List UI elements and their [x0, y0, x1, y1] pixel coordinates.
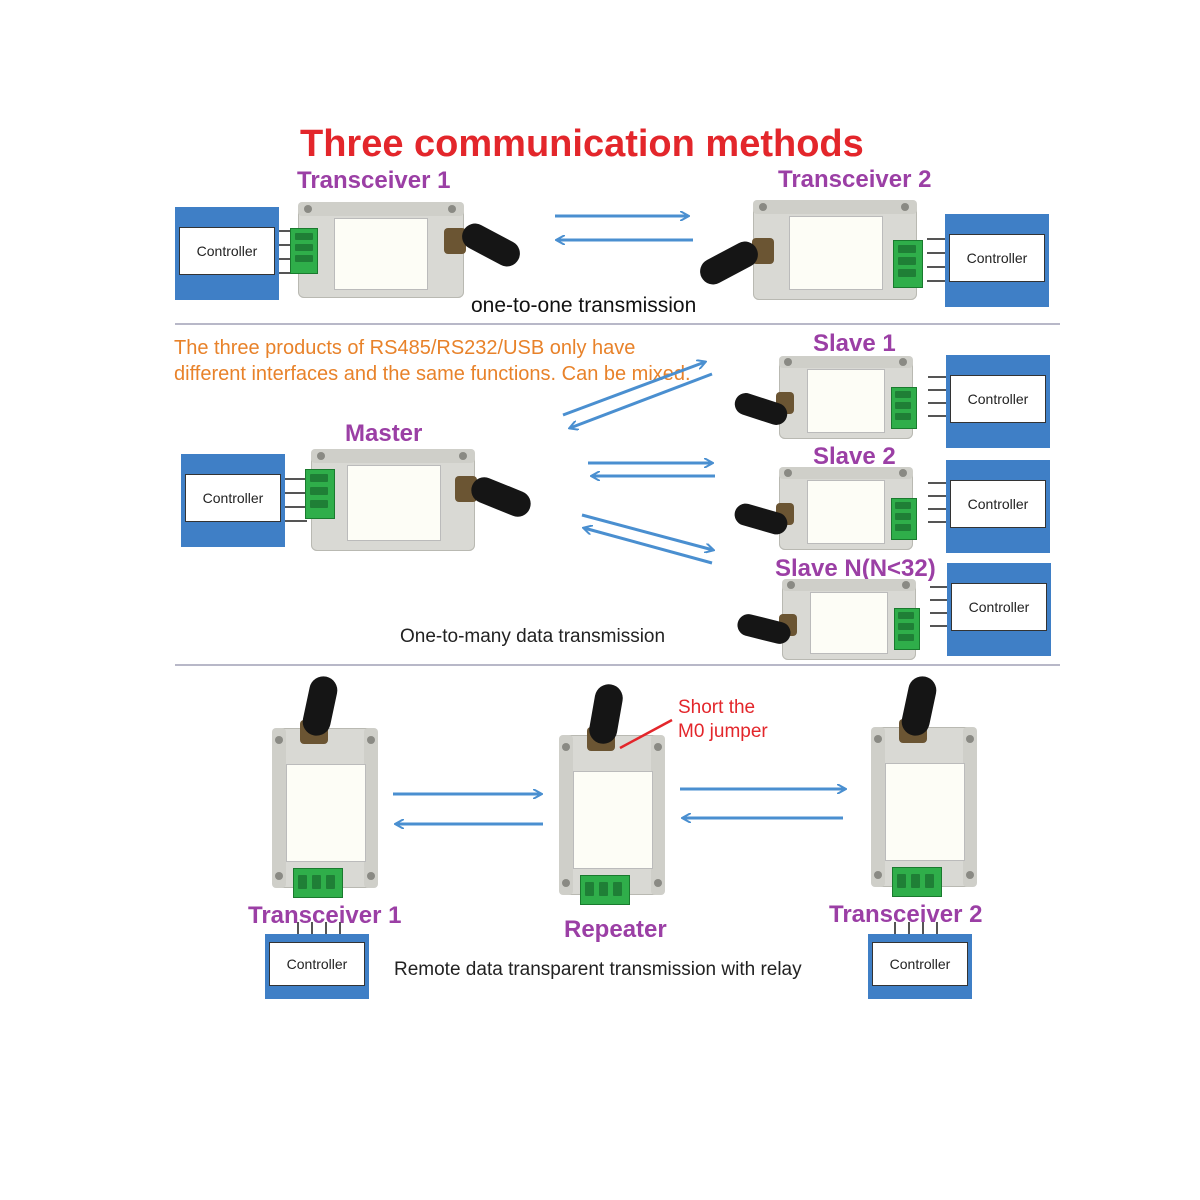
transceiver-1-label-relay: Transceiver 1	[248, 902, 402, 929]
compatibility-note: The three products of RS485/RS232/USB on…	[174, 337, 691, 385]
controller-box: Controller	[175, 207, 279, 300]
transceiver-module-vertical	[871, 727, 977, 887]
terminal-block	[892, 867, 942, 897]
controller-box: Controller	[946, 460, 1050, 553]
arrow-up-right	[562, 362, 705, 417]
antenna-base	[444, 228, 466, 254]
wire-pins	[930, 586, 950, 630]
master-module	[305, 449, 475, 551]
controller-box: Controller	[868, 934, 972, 999]
transceiver-module	[753, 200, 923, 300]
wire-pins	[928, 482, 948, 526]
arrow-down-right	[581, 513, 713, 550]
repeater-module	[559, 735, 665, 895]
one-to-one-caption: one-to-one transmission	[471, 294, 697, 317]
jumper-note: Short the M0 jumper	[678, 697, 768, 742]
transceiver-module-vertical	[272, 728, 378, 888]
slave-1-label: Slave 1	[813, 330, 896, 357]
wire-pins	[279, 230, 299, 280]
controller-label: Controller	[950, 480, 1046, 528]
controller-label: Controller	[185, 474, 281, 522]
section-divider	[175, 664, 1060, 666]
terminal-block	[580, 875, 630, 905]
wire-pins	[927, 238, 947, 288]
controller-box: Controller	[265, 934, 369, 999]
repeater-label: Repeater	[564, 916, 667, 943]
slave-module	[779, 356, 917, 439]
transceiver-2-label: Transceiver 2	[778, 166, 932, 193]
transceiver-module	[290, 202, 464, 298]
controller-box: Controller	[181, 454, 285, 547]
arrow-up-left	[584, 528, 713, 565]
jumper-pointer-line	[619, 718, 673, 750]
controller-box: Controller	[947, 563, 1051, 656]
controller-label: Controller	[951, 583, 1047, 631]
wire-pins	[928, 376, 948, 420]
transceiver-1-label: Transceiver 1	[297, 167, 451, 194]
wire-pins	[285, 478, 307, 528]
relay-caption: Remote data transparent transmission wit…	[394, 959, 802, 980]
controller-label: Controller	[269, 942, 365, 986]
controller-box: Controller	[945, 214, 1049, 307]
controller-label: Controller	[949, 234, 1045, 282]
terminal-block	[293, 868, 343, 898]
diagram-title: Three communication methods	[300, 123, 864, 165]
controller-label: Controller	[872, 942, 968, 986]
section-divider	[175, 323, 1060, 325]
controller-label: Controller	[179, 227, 275, 275]
controller-box: Controller	[946, 355, 1050, 448]
wire-pins	[297, 922, 341, 934]
controller-label: Controller	[950, 375, 1046, 423]
slave-module	[782, 579, 920, 660]
master-label: Master	[345, 420, 423, 447]
slave-module	[779, 467, 917, 550]
arrow-down-left	[570, 372, 713, 428]
one-to-many-caption: One-to-many data transmission	[400, 626, 666, 647]
wire-pins	[894, 922, 938, 934]
transceiver-2-label-relay: Transceiver 2	[829, 901, 983, 928]
slave-2-label: Slave 2	[813, 443, 896, 470]
slave-n-label: Slave N(N<32)	[775, 555, 936, 582]
